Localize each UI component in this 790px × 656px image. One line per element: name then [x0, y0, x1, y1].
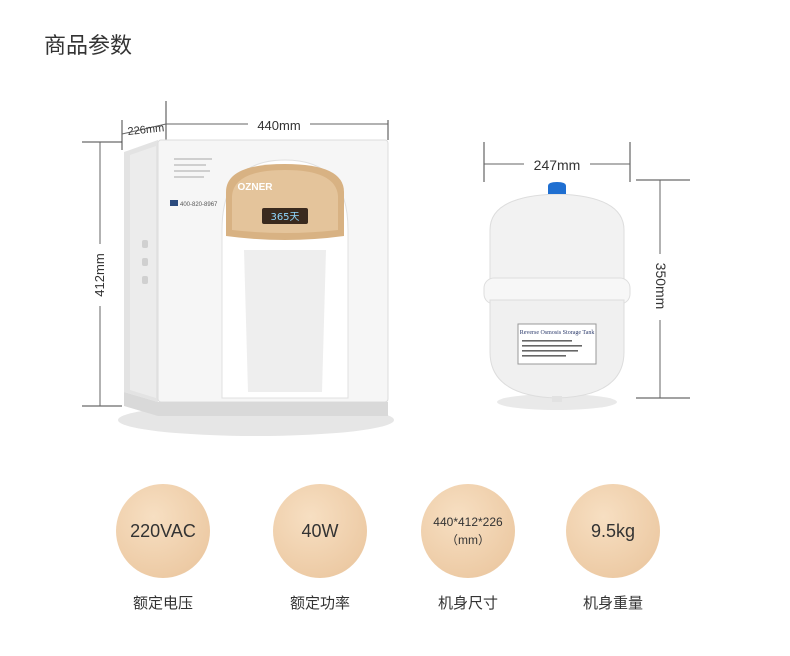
spec-weight-caption: 机身重量	[582, 594, 643, 612]
tank-label-title: Reverse Osmosis Storage Tank	[520, 330, 595, 336]
page-title: 商品参数	[44, 34, 133, 59]
purifier-phone: 400-820-8967	[180, 202, 218, 208]
storage-tank-image: Reverse Osmosis Storage Tank	[483, 182, 631, 410]
spec-size: 440*412*226 （mm） 机身尺寸	[418, 484, 518, 613]
spec-power: 40W 额定功率	[270, 484, 370, 613]
water-purifier-image: 365天 OZNER 400-820-8967	[118, 139, 394, 436]
tank-width-label: 247mm	[534, 157, 581, 173]
spec-voltage: 220VAC 额定电压	[113, 484, 213, 613]
spec-size-caption: 机身尺寸	[437, 594, 498, 612]
spec-voltage-circle: 220VAC	[116, 484, 210, 578]
spec-weight-value: 9.5kg	[590, 520, 636, 541]
purifier-brand: OZNER	[238, 182, 274, 193]
purifier-depth-label: 226mm	[127, 122, 165, 138]
spec-weight: 9.5kg 机身重量	[563, 484, 663, 613]
spec-voltage-caption: 额定电压	[132, 594, 193, 612]
purifier-width-label: 440mm	[257, 118, 300, 133]
spec-power-caption: 额定功率	[289, 594, 350, 612]
spec-size-circle: 440*412*226 （mm）	[421, 484, 515, 578]
purifier-height-label: 412mm	[92, 253, 107, 296]
spec-power-value: 40W	[301, 520, 339, 541]
spec-size-value: 440*412*226	[433, 514, 503, 529]
product-illustration: 440mm 226mm 412mm 365天 OZNER	[82, 101, 690, 436]
tank-height-label: 350mm	[653, 263, 669, 310]
purifier-display-value: 365天	[270, 212, 299, 223]
purifier-depth-dimension	[121, 120, 167, 150]
spec-weight-circle: 9.5kg	[566, 484, 660, 578]
spec-voltage-value: 220VAC	[130, 520, 196, 541]
spec-size-unit: （mm）	[446, 532, 490, 547]
spec-power-circle: 40W	[273, 484, 367, 578]
